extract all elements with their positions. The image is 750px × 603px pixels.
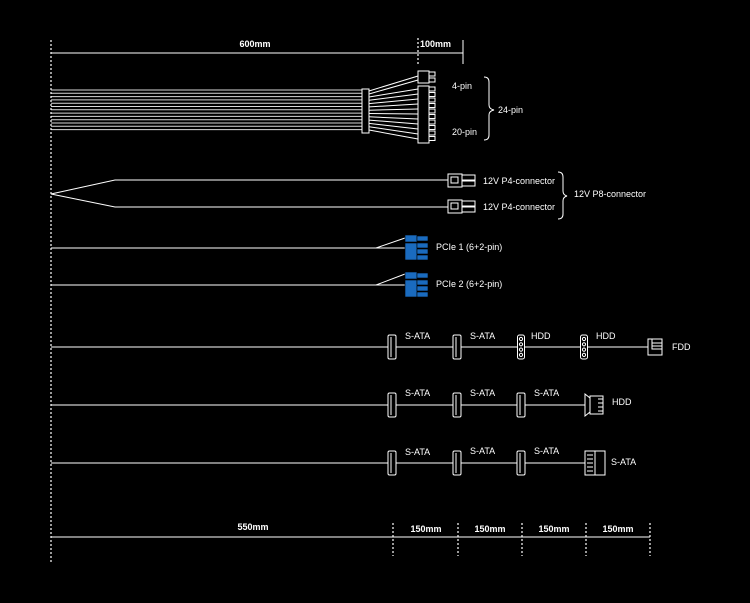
atx-24pin-cable xyxy=(51,70,436,144)
label-20pin: 20-pin xyxy=(452,127,477,137)
wire xyxy=(368,122,419,130)
wire xyxy=(368,126,419,135)
wire xyxy=(368,98,419,105)
label-r2-sata-1: S-ATA xyxy=(405,388,430,398)
pcie-connector-2 xyxy=(404,271,429,298)
label-r3-sata-1: S-ATA xyxy=(405,447,430,457)
peripheral-cables xyxy=(51,334,663,476)
label-pcie-1: PCIe 1 (6+2-pin) xyxy=(436,242,502,252)
bottom-dimension: 550mm 150mm 150mm 150mm 150mm xyxy=(51,522,651,556)
pin xyxy=(428,108,436,114)
dim-600mm: 600mm xyxy=(239,39,270,49)
wire xyxy=(368,108,419,111)
hdd-molex-connector xyxy=(517,334,525,360)
wire xyxy=(368,113,419,115)
pin xyxy=(428,77,436,83)
label-pcie-2: PCIe 2 (6+2-pin) xyxy=(436,279,502,289)
label-r1-sata-2: S-ATA xyxy=(470,331,495,341)
top-dimension: 600mm 100mm xyxy=(51,38,464,64)
dim-150mm-4: 150mm xyxy=(602,524,633,534)
cable-clamp xyxy=(361,88,370,134)
sata-connector xyxy=(387,450,397,476)
pin xyxy=(428,103,436,108)
dim-150mm-3: 150mm xyxy=(538,524,569,534)
wire xyxy=(368,116,419,120)
brace-p8 xyxy=(557,171,568,220)
sata-connector xyxy=(387,392,397,418)
hdd-molex-end-connector xyxy=(584,392,604,418)
dim-100mm: 100mm xyxy=(420,39,451,49)
pin xyxy=(428,119,436,125)
label-p4-b: 12V P4-connector xyxy=(483,202,555,212)
label-r1-hdd-1: HDD xyxy=(531,331,551,341)
pin xyxy=(428,125,436,130)
pin xyxy=(428,92,436,97)
label-r1-hdd-2: HDD xyxy=(596,331,616,341)
wire xyxy=(368,119,419,125)
label-fdd: FDD xyxy=(672,342,691,352)
pcie-connector-1 xyxy=(404,234,429,261)
dim-550mm: 550mm xyxy=(237,522,268,532)
label-r3-sata-3: S-ATA xyxy=(534,446,559,456)
label-24pin: 24-pin xyxy=(498,105,523,115)
fdd-connector xyxy=(647,338,663,356)
wire xyxy=(368,79,419,95)
label-p4-a: 12V P4-connector xyxy=(483,176,555,186)
dim-150mm-2: 150mm xyxy=(474,524,505,534)
label-4pin: 4-pin xyxy=(452,81,472,91)
hdd-molex-connector xyxy=(580,334,588,360)
pin xyxy=(428,86,436,92)
connector-20pin xyxy=(417,85,430,144)
wire xyxy=(368,103,419,108)
wire xyxy=(368,75,419,92)
brace-24pin xyxy=(483,76,495,141)
sata-connector xyxy=(387,334,397,360)
sata-connector xyxy=(452,334,462,360)
pin xyxy=(428,136,436,141)
label-r3-sata-2: S-ATA xyxy=(470,446,495,456)
label-r2-sata-3: S-ATA xyxy=(534,388,559,398)
sata-connector xyxy=(452,450,462,476)
pcie-cable-1 xyxy=(51,234,429,261)
label-r2-sata-2: S-ATA xyxy=(470,388,495,398)
label-hdd-end: HDD xyxy=(612,397,632,407)
pin xyxy=(428,97,436,103)
p4-connector-a xyxy=(447,173,476,188)
label-r1-sata-1: S-ATA xyxy=(405,331,430,341)
wire xyxy=(368,88,419,98)
connector-4pin xyxy=(417,70,430,84)
sata-connector xyxy=(516,392,526,418)
sata-end-connector xyxy=(584,450,606,476)
sata-connector xyxy=(516,450,526,476)
cpu-p8-cable xyxy=(50,173,476,214)
pin xyxy=(428,114,436,119)
pin xyxy=(428,71,436,77)
label-sata-end: S-ATA xyxy=(611,457,636,467)
label-p8: 12V P8-connector xyxy=(574,189,646,199)
sata-connector xyxy=(452,392,462,418)
wire xyxy=(368,129,419,140)
pcie-cable-2 xyxy=(51,271,429,298)
dim-150mm-1: 150mm xyxy=(410,524,441,534)
wire xyxy=(368,93,419,101)
p4-connector-b xyxy=(447,199,476,214)
pin xyxy=(428,130,436,136)
